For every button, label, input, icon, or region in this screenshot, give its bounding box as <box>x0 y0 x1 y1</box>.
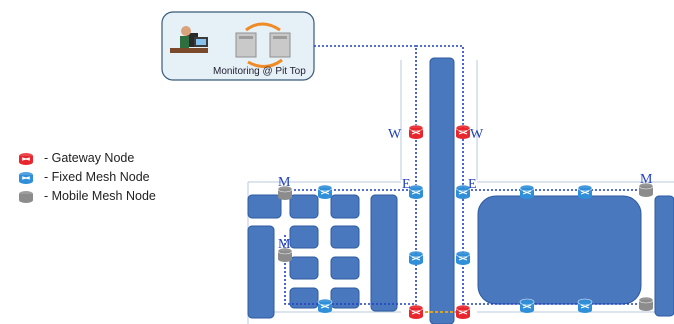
gateway-node <box>408 304 424 319</box>
fixed-node <box>455 184 471 199</box>
gateway-node <box>455 124 471 139</box>
fixed-node <box>408 184 424 199</box>
right-edge-block <box>654 195 674 317</box>
fixed-node <box>519 184 535 199</box>
gateway-node <box>408 124 424 139</box>
block <box>330 194 360 219</box>
marker-m-right: M <box>640 172 653 187</box>
fixed-mesh-node-icon <box>19 172 33 184</box>
marker-w-right: W <box>470 127 484 142</box>
fixed-node <box>317 184 333 199</box>
marker-e-left: E <box>402 177 411 192</box>
mobile-node <box>638 296 654 311</box>
marker-m-left-top: M <box>278 175 291 190</box>
block <box>247 194 282 219</box>
block <box>289 256 319 280</box>
fixed-node <box>577 184 593 199</box>
block <box>289 287 319 309</box>
large-right-block <box>477 195 642 305</box>
block <box>289 194 319 219</box>
block <box>330 225 360 249</box>
fixed-node <box>577 298 593 313</box>
block <box>289 225 319 249</box>
block <box>370 194 398 312</box>
legend-label-fixed: - Fixed Mesh Node <box>44 170 150 184</box>
marker-e-right: E <box>468 177 477 192</box>
legend-label-mobile: - Mobile Mesh Node <box>44 189 156 203</box>
mobile-node <box>277 247 293 262</box>
monitoring-station: Monitoring @ Pit Top <box>161 11 315 81</box>
fixed-node <box>408 250 424 265</box>
gateway-node-icon <box>19 153 33 165</box>
fixed-node <box>519 298 535 313</box>
block <box>330 256 360 280</box>
network-links <box>282 45 646 312</box>
mine-blocks <box>247 57 674 324</box>
servers-icon <box>235 22 291 68</box>
mobile-node <box>638 182 654 197</box>
gateway-node <box>455 304 471 319</box>
nodes <box>277 124 654 319</box>
marker-labels: W W M M M E E <box>278 127 653 252</box>
fixed-node <box>317 298 333 313</box>
monitoring-label: Monitoring @ Pit Top <box>213 66 306 77</box>
fixed-node <box>455 250 471 265</box>
operator-icon <box>170 26 208 53</box>
legend-label-gateway: - Gateway Node <box>44 151 135 165</box>
mobile-mesh-node-icon <box>19 191 33 203</box>
marker-w-left: W <box>388 127 402 142</box>
block <box>247 225 275 319</box>
marker-m-left-mid: M <box>278 237 291 252</box>
central-shaft-block <box>429 57 455 324</box>
mobile-node <box>277 185 293 200</box>
block <box>330 287 360 309</box>
